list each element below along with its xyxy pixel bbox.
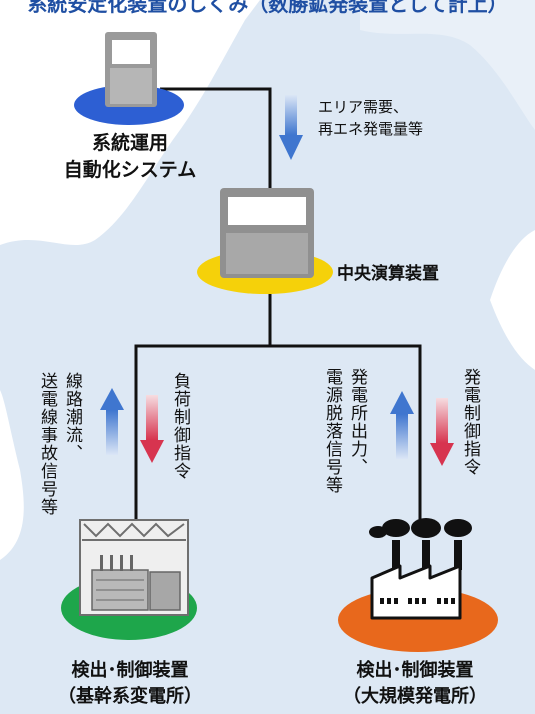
- transmission-label-col2: 線路潮流、: [62, 372, 82, 462]
- area-demand-line1: エリア需要、: [318, 98, 409, 116]
- power-plant-label-line1: 検出･制御装置: [356, 660, 474, 681]
- substation-label-line2: （基幹系変電所）: [58, 686, 202, 707]
- area-demand-line2: 再エネ発電量等: [318, 120, 424, 138]
- map-coast: [360, 0, 535, 130]
- central-processing-label: 中央演算装置: [337, 264, 439, 284]
- automation-label-line1: 系統運用: [91, 132, 168, 154]
- central-processing-icon: [197, 188, 333, 294]
- area-demand-label: エリア需要、 再エネ発電量等: [318, 96, 423, 140]
- substation-icon: [61, 519, 197, 640]
- transmission-label-col1: 送電線事故信号等: [37, 372, 57, 516]
- automation-label-line2: 自動化システム: [63, 159, 197, 181]
- arrow-load-control-down: [140, 395, 164, 463]
- arrow-area-demand: [279, 95, 303, 160]
- arrow-transmission-up: [100, 388, 124, 455]
- substation-label-line1: 検出･制御装置: [71, 660, 189, 681]
- gen-control-label: 発電制御指令: [460, 368, 480, 476]
- power-plant-icon: [338, 518, 498, 652]
- arrow-plant-output-up: [390, 391, 414, 459]
- load-control-label: 負荷制御指令: [170, 372, 190, 480]
- power-plant-label-line2: （大規模発電所）: [343, 686, 487, 707]
- power-plant-label: 検出･制御装置 （大規模発電所）: [320, 658, 510, 710]
- automation-system-icon: [74, 32, 184, 125]
- arrow-gen-control-down: [430, 398, 454, 466]
- substation-label: 検出･制御装置 （基幹系変電所）: [40, 658, 220, 710]
- plant-output-label-col1: 電源脱落信号等: [322, 368, 342, 494]
- automation-system-label: 系統運用 自動化システム: [55, 130, 205, 184]
- plant-output-label-col2: 発電所出力、: [347, 368, 367, 476]
- page-title: 系統安定化装置のしくみ（数勝鉱発装置として計上）: [27, 0, 508, 16]
